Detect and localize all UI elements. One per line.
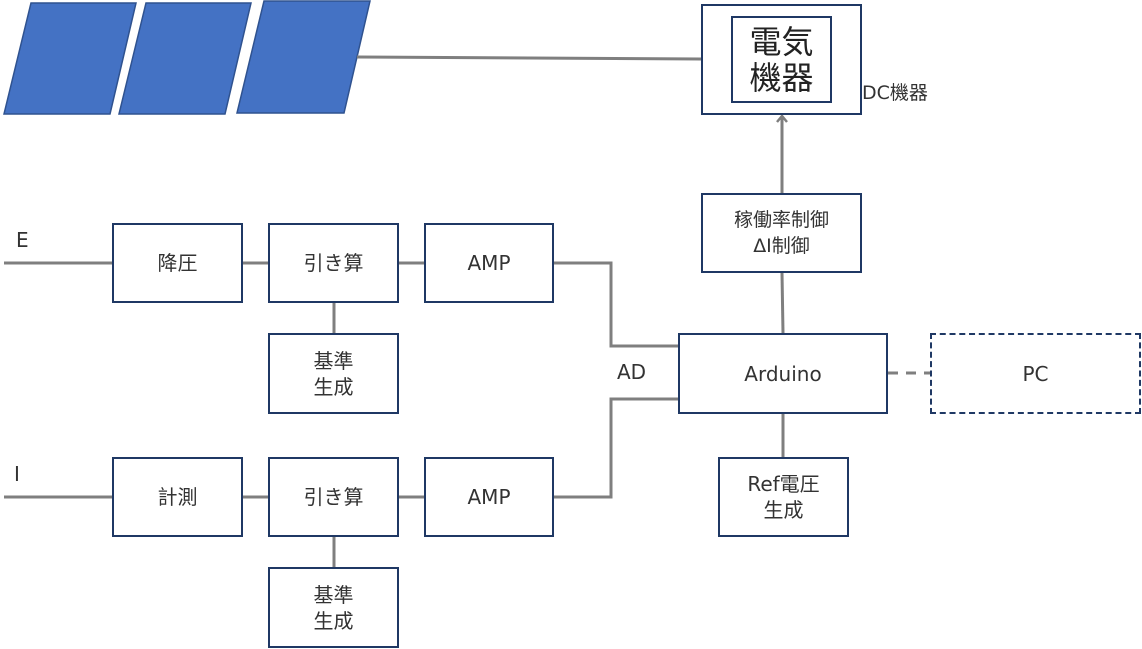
wire-panel-appliance (356, 55, 702, 61)
appliance-block: 電気 機器 (731, 16, 832, 103)
subtract-e-label: 引き算 (303, 251, 364, 275)
subtract-i-label: 引き算 (303, 485, 364, 509)
measure-block: 計測 (112, 457, 243, 537)
arduino-block: Arduino (678, 333, 888, 414)
subtract-i-block: 引き算 (268, 457, 399, 537)
ref-gen-i-label: 基準 生成 (313, 582, 354, 633)
solar-panel-cell (118, 2, 252, 115)
ref-voltage-block: Ref電圧 生成 (718, 457, 849, 537)
wire-amp-i-arduino (554, 397, 678, 499)
arduino-label: Arduino (744, 361, 822, 386)
measure-label: 計測 (157, 485, 198, 509)
dc-device-label: DC機器 (862, 82, 928, 104)
appliance-label: 電気 機器 (749, 22, 814, 97)
wire-group (4, 55, 930, 567)
duty-control-block: 稼働率制御 ΔI制御 (701, 193, 862, 273)
solar-panel-cell (3, 2, 137, 115)
wire-amp-e-arduino (554, 261, 678, 348)
appliance-outer-box (701, 4, 862, 115)
step-down-block: 降圧 (112, 223, 243, 303)
ref-gen-e-label: 基準 生成 (313, 348, 354, 399)
amp-i-block: AMP (424, 457, 554, 537)
pc-label: PC (1022, 361, 1049, 386)
subtract-e-block: 引き算 (268, 223, 399, 303)
step-down-label: 降圧 (157, 251, 198, 275)
ad-label: AD (617, 360, 647, 384)
ref-gen-i-block: 基準 生成 (268, 567, 399, 648)
duty-control-label: 稼働率制御 ΔI制御 (733, 209, 829, 257)
wire-arduino-control (780, 272, 785, 334)
i-input-label: I (14, 462, 20, 486)
amp-e-block: AMP (424, 223, 554, 303)
solar-panel-cell (236, 0, 371, 114)
solar-panel-icon (3, 0, 371, 115)
amp-i-label: AMP (467, 485, 511, 509)
ref-voltage-label: Ref電圧 生成 (747, 472, 820, 522)
pc-block: PC (930, 333, 1141, 414)
ref-gen-e-block: 基準 生成 (268, 333, 399, 414)
e-input-label: E (16, 228, 29, 252)
amp-e-label: AMP (467, 251, 511, 275)
